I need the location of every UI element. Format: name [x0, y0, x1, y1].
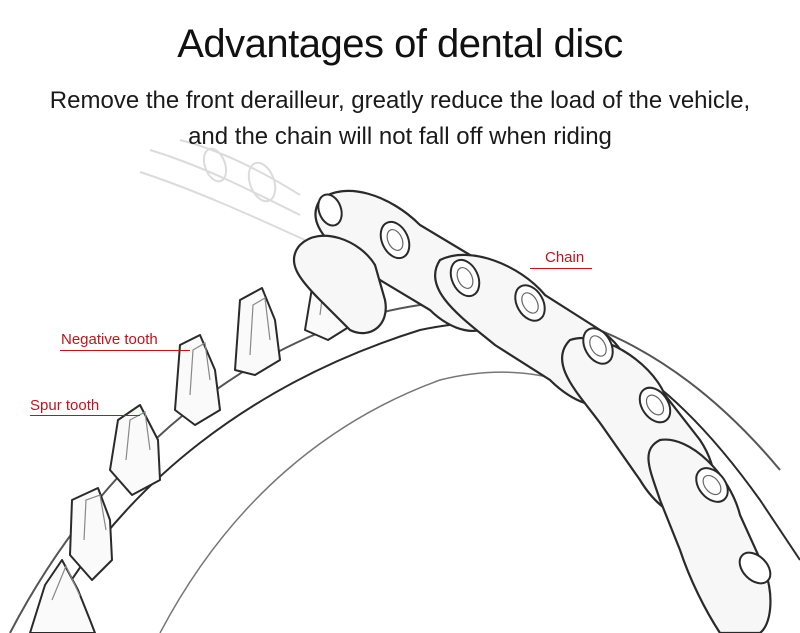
chain-pins — [317, 193, 772, 585]
callout-chain-line — [530, 268, 592, 269]
callout-negative-tooth-label: Negative tooth — [61, 331, 158, 348]
callout-negative-tooth-line — [60, 350, 190, 351]
page-subtitle: Remove the front derailleur, greatly red… — [49, 87, 751, 150]
page-title: Advantages of dental disc — [177, 22, 623, 66]
callout-spur-tooth-label: Spur tooth — [30, 397, 100, 414]
chain-motion-blur — [139, 139, 306, 241]
callout-spur-tooth-line — [30, 415, 140, 416]
chain-pin-holes — [386, 229, 722, 496]
chainring-teeth — [29, 257, 353, 633]
callout-chain-label: Chain — [545, 249, 585, 266]
chain-links — [292, 189, 772, 633]
